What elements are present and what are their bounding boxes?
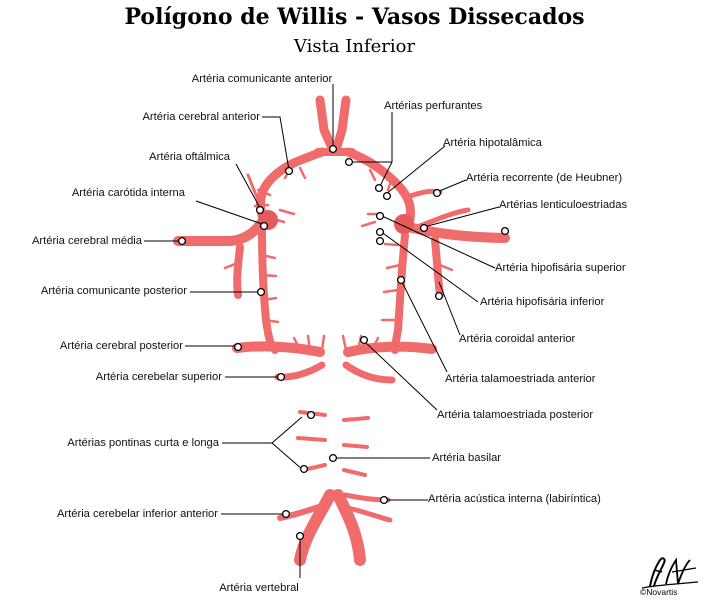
page-subtitle: Vista Inferior: [293, 36, 416, 57]
carotid-bulb-right: [394, 214, 414, 234]
label-talamoestriada-anterior: Artéria talamoestriada anterior: [445, 373, 596, 385]
label-vertebral: Artéria vertebral: [219, 582, 299, 594]
label-hipotalamica: Artéria hipotalâmica: [443, 137, 542, 149]
label-basilar: Artéria basilar: [432, 452, 502, 464]
leader-lines: [144, 84, 500, 578]
perforator-branches: [223, 166, 454, 352]
anterior-cerebral-left-stem: [315, 95, 338, 155]
label-pontinas: Artérias pontinas curta e longa: [67, 437, 219, 449]
label-coroidal-anterior: Artéria coroidal anterior: [459, 333, 576, 345]
label-cerebral-posterior: Artéria cerebral posterior: [59, 340, 183, 352]
label-hipofisaria-superior: Artéria hipofisária superior: [495, 262, 626, 274]
label-lenticuloestriadas: Artérias lenticuloestriadas: [499, 199, 628, 211]
posterior-communicating-right: [391, 231, 409, 354]
vertebral-right: [332, 489, 366, 566]
posterior-cerebral-left: [232, 341, 325, 357]
posterior-cerebral-right: [343, 341, 437, 357]
callout-dots: [177, 144, 510, 541]
label-cerebral-anterior: Artéria cerebral anterior: [142, 111, 260, 123]
anterior-cerebral-left-a1: [255, 147, 327, 220]
label-perfurantes: Artérias perfurantes: [384, 100, 483, 112]
pontine-right-3: [342, 468, 367, 477]
label-talamoestriada-posterior: Artéria talamoestriada posterior: [437, 409, 594, 421]
page-title: Polígono de Willis - Vasos Dissecados: [124, 4, 585, 30]
label-cerebelar-inferior-anterior: Artéria cerebelar inferior anterior: [56, 508, 218, 520]
label-cerebelar-superior: Artéria cerebelar superior: [95, 371, 222, 383]
label-comunicante-posterior: Artéria comunicante posterior: [40, 285, 187, 297]
ophthalmic-left: [246, 173, 264, 212]
label-carotida-interna: Artéria carótida interna: [71, 187, 185, 199]
aica-right: [345, 505, 393, 523]
label-cerebral-media: Artéria cerebral média: [31, 235, 142, 247]
copyright-text: ©Novartis: [640, 587, 678, 597]
label-acustica-interna: Artéria acústica interna (labiríntica): [428, 493, 601, 505]
label-oftalmica: Artéria oftálmica: [149, 151, 230, 163]
vertebral-left: [294, 489, 336, 566]
internal-carotid-right: [431, 236, 444, 299]
superior-cerebellar-right: [342, 361, 396, 384]
pontine-right-2: [342, 443, 369, 449]
anterior-cerebral-right-a1: [343, 147, 415, 225]
label-hipofisaria-inferior: Artéria hipofisária inferior: [480, 296, 605, 308]
pontine-right-1: [342, 416, 370, 422]
label-recorrente: Artéria recorrente (de Heubner): [466, 172, 623, 184]
pontine-left-2: [296, 436, 327, 442]
middle-cerebral-left: [173, 217, 267, 246]
lenticulostriate-right: [417, 207, 471, 229]
internal-carotid-left: [233, 243, 244, 299]
netter-signature: [641, 557, 699, 589]
label-comunicante-anterior: Artéria comunicante anterior: [191, 73, 333, 85]
anterior-cerebral-right-stem: [331, 95, 351, 155]
